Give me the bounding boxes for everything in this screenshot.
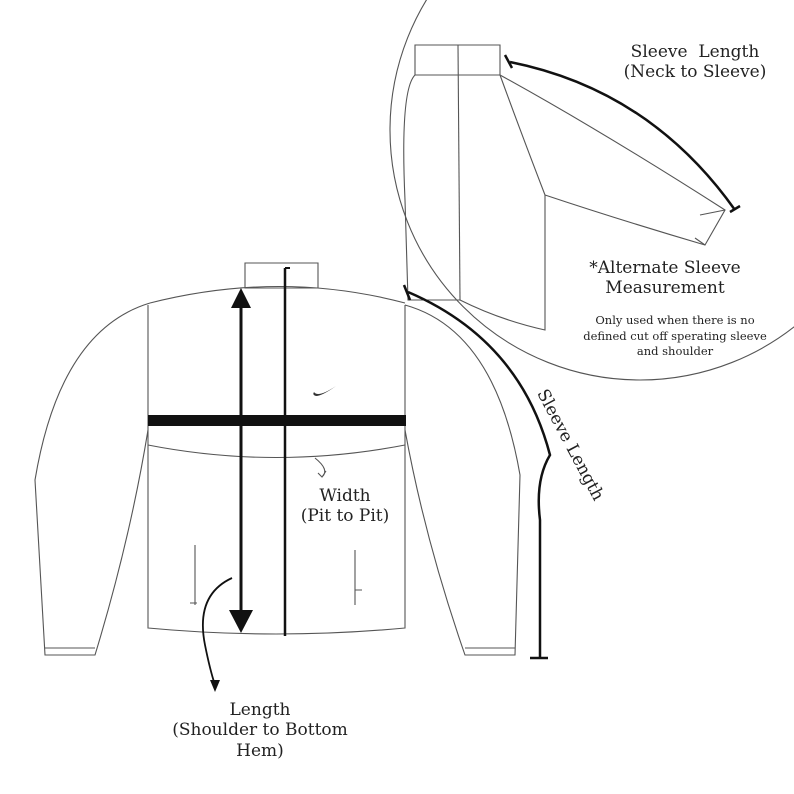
alternate-measurement-note: Only used when there is no defined cut o… <box>570 313 780 360</box>
inset-circle <box>389 0 794 381</box>
inset-sleeve-length-label: Sleeve Length (Neck to Sleeve) <box>610 42 780 83</box>
label-line: Only used when there is no <box>595 313 755 327</box>
alternate-measurement-title: *Alternate Sleeve Measurement <box>570 258 760 299</box>
inset-jacket <box>403 44 726 331</box>
label-line: *Alternate Sleeve <box>589 258 741 278</box>
label-line: Hem) <box>236 740 284 761</box>
width-pointer <box>314 457 327 478</box>
label-line: Width <box>319 486 371 506</box>
label-line: (Neck to Sleeve) <box>623 62 767 83</box>
label-line: Measurement <box>605 278 725 299</box>
main-sleeve-bracket <box>407 290 552 658</box>
label-line: Sleeve Length <box>630 42 760 62</box>
inset-sleeve-bracket <box>509 60 737 211</box>
length-arrow <box>229 288 253 633</box>
swoosh-logo <box>313 386 336 396</box>
width-label: Width (Pit to Pit) <box>290 486 400 527</box>
length-label: Length (Shoulder to Bottom Hem) <box>160 700 360 761</box>
label-line: and shoulder <box>636 344 714 359</box>
width-bar <box>148 415 406 426</box>
length-pointer <box>201 577 233 686</box>
label-line: defined cut off sperating sleeve <box>583 328 767 343</box>
label-line: (Pit to Pit) <box>300 506 390 527</box>
label-line: Length <box>229 700 291 720</box>
label-line: (Shoulder to Bottom <box>172 720 348 741</box>
main-jacket <box>34 262 521 656</box>
